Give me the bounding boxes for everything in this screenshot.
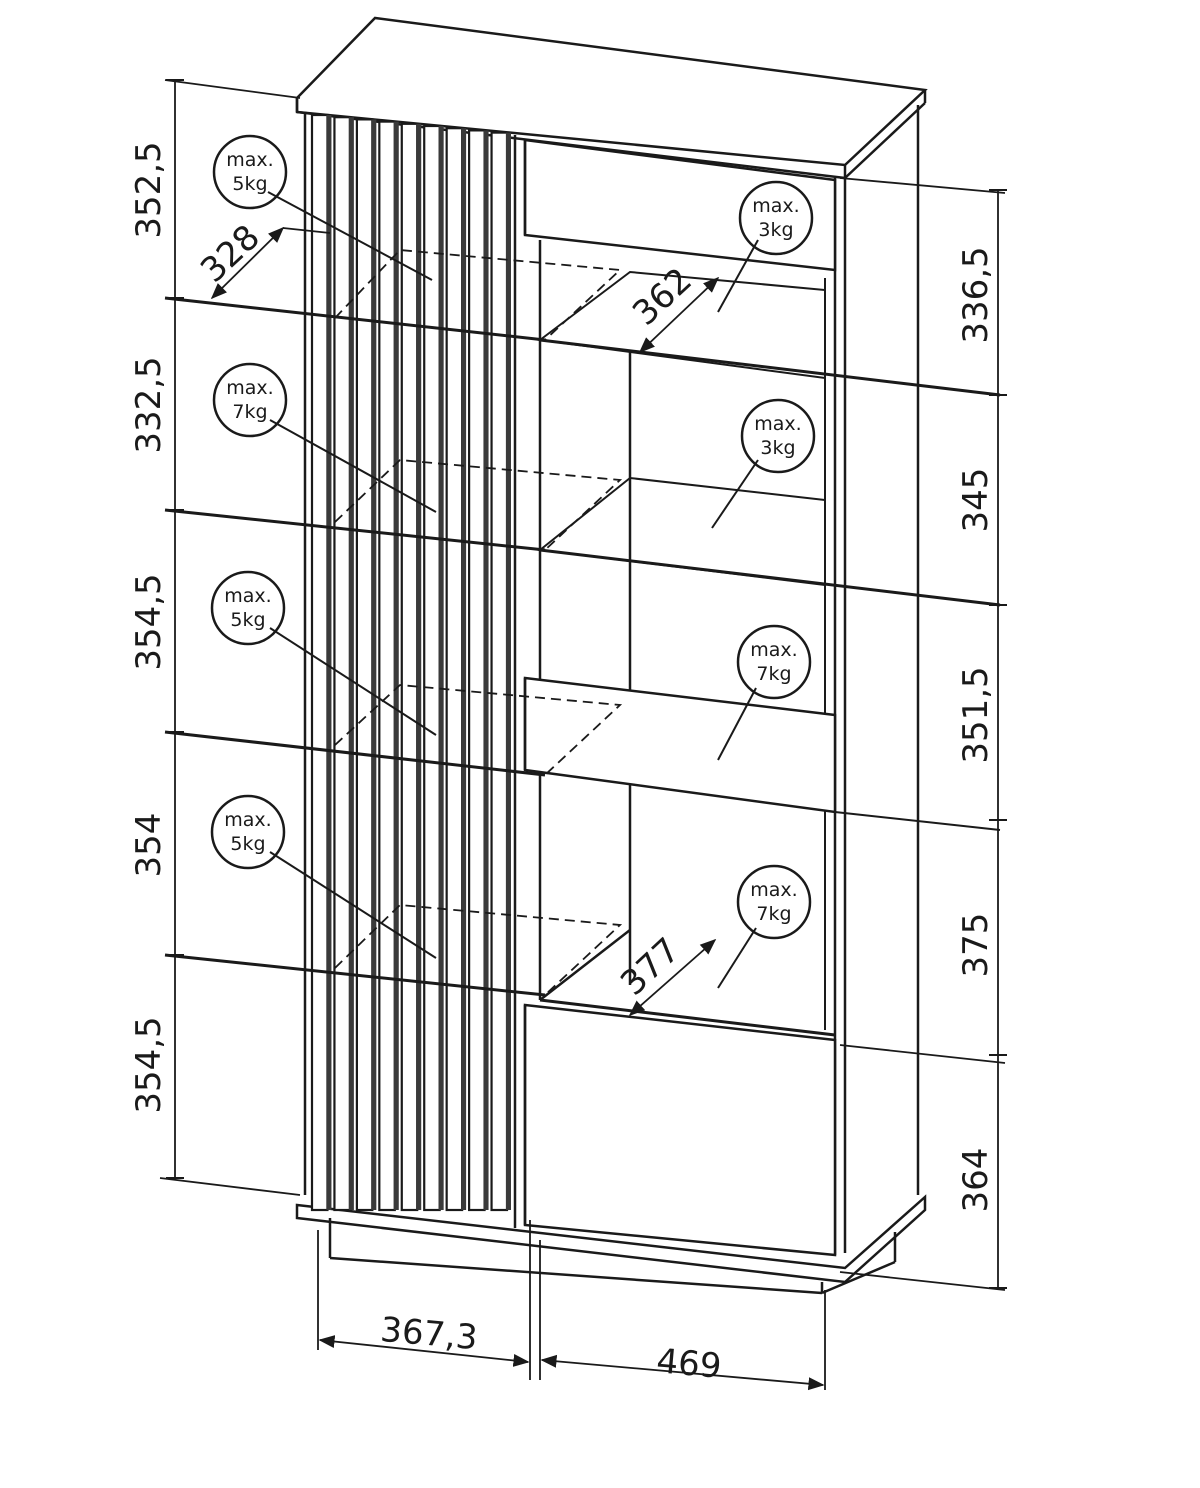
door-slat-gap [348, 117, 354, 1211]
dimension-ticks [166, 79, 1007, 1289]
door-slat [355, 118, 374, 1212]
door-slat-gap [371, 119, 377, 1210]
load-callout: max. 5kg [210, 570, 437, 736]
load-label-line2: 3kg [760, 437, 795, 459]
load-label-line1: max. [750, 879, 797, 901]
right-height-5: 364 [956, 1148, 996, 1213]
width-right: 469 [655, 1341, 723, 1387]
load-callout: max. 7kg [717, 864, 812, 989]
right-height-labels: 336,5 345 351,5 375 364 [956, 246, 996, 1212]
load-label-line1: max. [750, 639, 797, 661]
load-callouts-left: max. 5kg max. 7kg max. 5kg max. 5kg [210, 134, 437, 959]
load-label-line2: 7kg [232, 401, 267, 423]
left-height-3: 354,5 [129, 573, 169, 670]
width-left: 367,3 [379, 1310, 479, 1358]
door-slat [468, 129, 486, 1212]
load-label-line1: max. [226, 377, 273, 399]
load-label-line1: max. [224, 809, 271, 831]
load-label-line1: max. [754, 413, 801, 435]
right-height-1: 336,5 [956, 246, 996, 343]
load-callout: max. 7kg [717, 624, 812, 761]
right-height-3: 351,5 [956, 666, 996, 763]
left-height-labels: 352,5 332,5 354,5 354 354,5 [129, 141, 169, 1113]
right-height-2: 345 [956, 468, 996, 533]
load-callout: max. 3kg [717, 180, 814, 313]
depth-right-bottom: 377 [613, 930, 688, 1004]
door-slat-gap [326, 115, 332, 1210]
depth-right-top: 362 [625, 260, 700, 334]
load-label-line2: 3kg [758, 219, 793, 241]
door-slat [490, 131, 509, 1212]
slatted-door [310, 113, 517, 1228]
load-label-line1: max. [226, 149, 273, 171]
door-slat [333, 116, 351, 1212]
load-label-line1: max. [224, 585, 271, 607]
load-label-line2: 7kg [756, 903, 791, 925]
door-slat-gap [506, 132, 511, 1211]
bottom-plinth [295, 1194, 927, 1284]
width-labels: 367,3 469 [379, 1310, 723, 1387]
door-slat-gap [461, 128, 467, 1211]
load-callouts-right: max. 3kg max. 3kg max. 7kg max. 7kg [711, 180, 816, 989]
load-label-line1: max. [752, 195, 799, 217]
door-slat-gap [438, 126, 444, 1210]
load-label-line2: 5kg [230, 833, 265, 855]
door-slat [378, 120, 396, 1212]
dimension-lines [159, 79, 1006, 1391]
open-compartments [523, 138, 1001, 1257]
door-slat-gap [393, 121, 399, 1211]
left-height-4: 354 [129, 813, 169, 878]
load-label-line2: 5kg [232, 173, 267, 195]
door-slat-gap [483, 130, 489, 1210]
shelf-lines [164, 296, 546, 997]
door-slat [423, 124, 441, 1212]
door-slat [400, 122, 419, 1212]
left-height-5: 354,5 [129, 1016, 169, 1113]
left-height-2: 332,5 [129, 356, 169, 453]
door-slat-gap [416, 123, 422, 1210]
depth-left-top: 328 [193, 217, 268, 291]
load-label-line2: 5kg [230, 609, 265, 631]
load-callout: max. 5kg [212, 134, 433, 281]
load-callout: max. 3kg [711, 398, 816, 529]
load-callout: max. 7kg [212, 362, 437, 513]
door-slat [445, 127, 464, 1212]
right-height-4: 375 [956, 913, 996, 978]
load-label-line2: 7kg [756, 663, 791, 685]
load-callout: max. 5kg [210, 794, 437, 959]
hidden-shelves [334, 249, 623, 996]
left-height-1: 352,5 [129, 141, 169, 238]
